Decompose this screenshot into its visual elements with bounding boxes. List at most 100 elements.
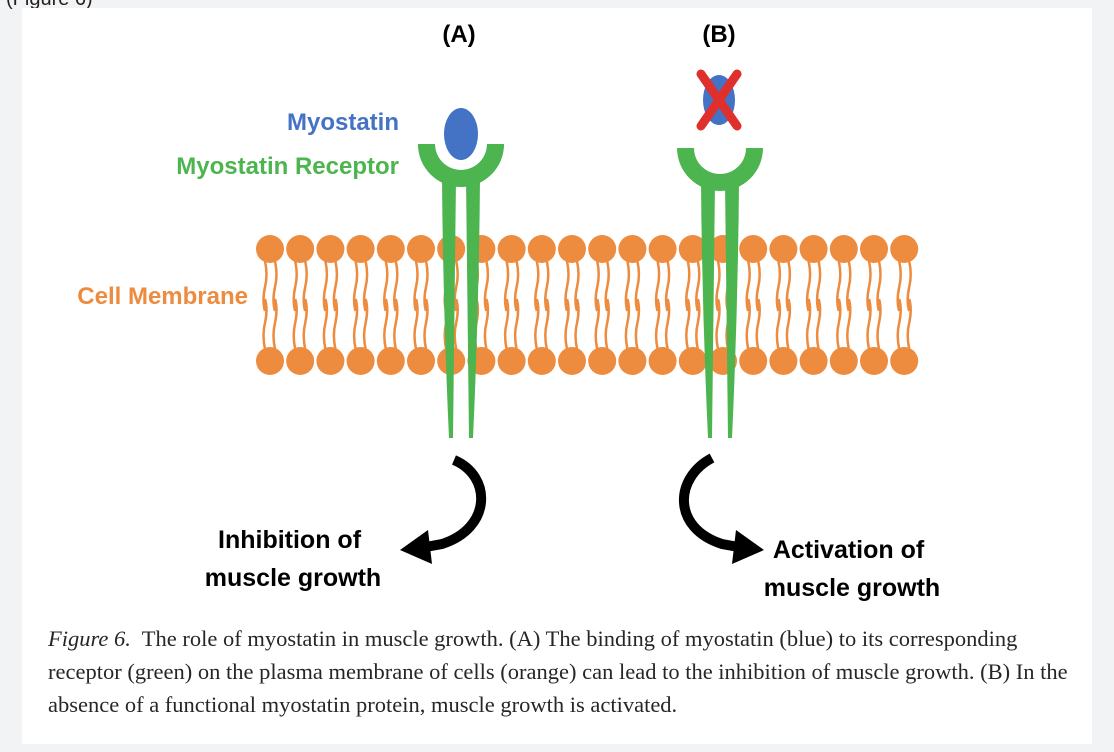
lipid-tail-upper: [846, 260, 852, 312]
curved-arrow-b-icon: [678, 453, 764, 564]
lipid-head-upper: [678, 235, 707, 263]
lipid-head-lower: [890, 347, 919, 375]
receptor-b-right-leg: [725, 182, 739, 438]
lipid-tail-lower: [483, 298, 490, 350]
lipid-tail-upper: [755, 260, 761, 312]
lipid-tail-upper: [664, 260, 671, 312]
lipid-tail-upper: [564, 260, 570, 312]
lipid-tail-lower: [332, 298, 339, 350]
document-page: (A) (B) Myostatin Myostatin Receptor Cel…: [22, 8, 1092, 744]
outcome-a-line-1: Inhibition of: [218, 526, 362, 554]
lipid-tail-upper: [654, 260, 661, 312]
lipid-tail-upper: [695, 260, 701, 312]
lipid-tail-upper: [503, 260, 510, 312]
lipid-head-upper: [346, 235, 375, 263]
lipid-tail-lower: [564, 298, 570, 350]
lipid-head-lower: [527, 347, 556, 375]
receptor-b-left-leg: [701, 182, 715, 438]
outcome-b-text: Activation of muscle growth: [764, 536, 940, 602]
lipid-head-lower: [558, 347, 586, 375]
lipid-tail-lower: [755, 298, 761, 350]
lipid-tail-upper: [413, 260, 419, 312]
panel-b-label: (B): [702, 21, 735, 48]
lipid-tail-lower: [785, 298, 792, 350]
lipid-tail-upper: [453, 260, 459, 312]
receptor-a: [418, 144, 504, 438]
myostatin-a: [444, 108, 478, 160]
myostatin-figure: (A) (B) Myostatin Myostatin Receptor Cel…: [77, 21, 940, 602]
lipid-tail-upper: [262, 260, 268, 312]
cell-membrane: [256, 235, 919, 375]
lipid-head-upper: [407, 235, 435, 263]
lipid-tail-upper: [604, 260, 610, 312]
lipid-tail-lower: [262, 298, 268, 350]
lipid-tail-lower: [846, 298, 852, 350]
caption-text: The role of myostatin in muscle growth. …: [48, 626, 1068, 717]
lipid-tail-upper: [634, 260, 641, 312]
lipid-tail-upper: [483, 260, 490, 312]
lipid-tail-upper: [775, 260, 782, 312]
lipid-tail-upper: [594, 260, 600, 312]
lipid-tail-upper: [383, 260, 389, 312]
lipid-tail-lower: [513, 298, 520, 350]
lipid-head-lower: [769, 347, 798, 375]
lipid-tail-lower: [896, 298, 902, 350]
outcome-b-line-2: muscle growth: [764, 574, 940, 602]
lipid-tail-upper: [423, 260, 429, 312]
lipid-head-lower: [376, 347, 405, 375]
lipid-head-upper: [618, 235, 647, 263]
lipid-head-lower: [829, 347, 858, 375]
lipid-tail-lower: [383, 298, 389, 350]
lipid-tail-lower: [503, 298, 510, 350]
lipid-tail-lower: [604, 298, 610, 350]
previous-text-fragment: (Figure 6): [6, 0, 93, 11]
lipid-tail-lower: [362, 298, 369, 350]
lipid-tail-lower: [664, 298, 671, 350]
receptor-b-cup: [677, 148, 763, 191]
lipid-head-upper: [256, 235, 284, 263]
lipid-tail-upper: [322, 260, 329, 312]
figure-caption: Figure 6. The role of myostatin in muscl…: [48, 622, 1088, 721]
lipid-tail-upper: [866, 260, 872, 312]
lipid-tail-upper: [876, 260, 882, 312]
lipid-tail-lower: [534, 298, 540, 350]
lipid-head-lower: [286, 347, 315, 375]
myostatin-label: Myostatin: [287, 109, 399, 136]
lipid-tail-upper: [513, 260, 520, 312]
lipid-head-upper: [648, 235, 677, 263]
lipid-head-lower: [407, 347, 435, 375]
receptor-b: [677, 148, 763, 438]
lipid-tail-upper: [906, 260, 912, 312]
lipid-tail-lower: [352, 298, 359, 350]
lipid-tail-lower: [624, 298, 631, 350]
lipid-tail-upper: [332, 260, 339, 312]
lipid-head-lower: [618, 347, 647, 375]
lipid-head-lower: [648, 347, 677, 375]
lipid-tail-lower: [634, 298, 641, 350]
lipid-tail-upper: [836, 260, 842, 312]
lipid-tail-lower: [715, 298, 721, 350]
lipid-tail-lower: [544, 298, 550, 350]
lipid-tail-upper: [302, 260, 308, 312]
lipid-tail-upper: [896, 260, 902, 312]
lipid-head-lower: [799, 347, 828, 375]
lipid-head-upper: [769, 235, 798, 263]
receptor-a-left-leg: [442, 178, 456, 438]
lipid-head-upper: [799, 235, 828, 263]
lipid-tail-lower: [322, 298, 329, 350]
lipid-tail-lower: [745, 298, 751, 350]
receptor-a-cup-shape: [418, 144, 504, 187]
curved-arrow-a-icon: [400, 455, 487, 564]
lipid-tail-upper: [544, 260, 550, 312]
lipid-tail-lower: [775, 298, 782, 350]
lipid-head-upper: [829, 235, 858, 263]
lipid-tail-lower: [292, 298, 298, 350]
lipid-head-upper: [286, 235, 315, 263]
lipid-head-upper: [739, 235, 768, 263]
lipid-tail-lower: [815, 298, 822, 350]
lipid-head-upper: [316, 235, 345, 263]
receptor-a-right-leg: [466, 178, 480, 438]
lipid-tail-upper: [272, 260, 278, 312]
lipid-tail-upper: [393, 260, 399, 312]
lipid-head-upper: [376, 235, 405, 263]
